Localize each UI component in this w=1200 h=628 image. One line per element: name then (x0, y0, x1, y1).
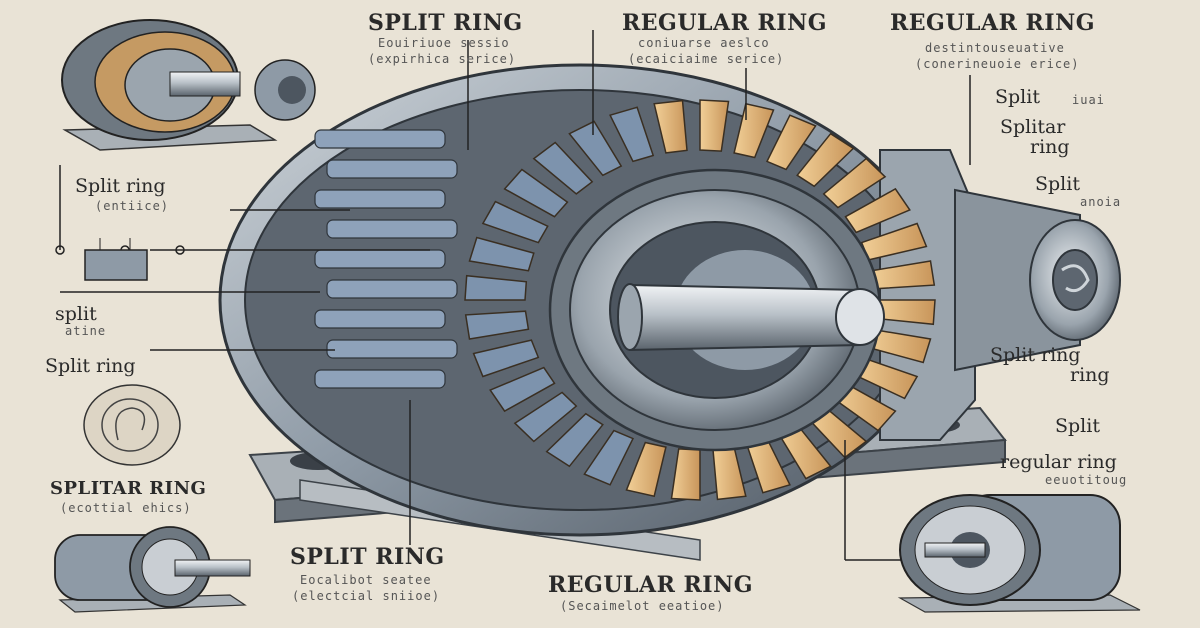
small-motor-top-left (61, 19, 316, 151)
lamination-bar (314, 189, 446, 209)
label-top-regular-ring-2-sub1: destintouseuative (925, 41, 1065, 55)
winding-coil (503, 168, 569, 218)
label-bottom-split-ring-sub2: (electcial sniioe) (292, 589, 441, 603)
winding-coil (844, 187, 911, 234)
label-right-split-2-sub: anoia (1080, 195, 1122, 209)
label-left-split-ring: Split ring (75, 175, 166, 197)
label-right-ring-2: ring (1070, 364, 1110, 386)
label-right-split-1: Split (995, 86, 1040, 108)
lamination-bar (314, 129, 446, 149)
lamination-bar (326, 219, 458, 239)
winding-coil (653, 99, 688, 154)
winding-coil (733, 102, 775, 159)
label-top-regular-ring-sub1: coniuarse aeslco (638, 36, 770, 50)
winding-coil (464, 310, 530, 340)
small-motor-bottom-right (897, 494, 1141, 613)
small-switch (84, 238, 148, 281)
label-top-regular-ring-sub2: (ecaiciaime serice) (628, 52, 785, 66)
winding-coil (670, 448, 701, 501)
winding-coil (489, 366, 556, 413)
winding-coil (481, 200, 549, 244)
lamination-bar (314, 369, 446, 389)
label-bottom-split-ring-sub1: Eocalibot seatee (300, 573, 432, 587)
label-bottom-regular-ring: REGULAR RING (548, 572, 753, 598)
label-top-regular-ring-2: REGULAR RING (890, 10, 1095, 36)
label-right-regular-ring-sub: eeuotitoug (1045, 473, 1128, 487)
winding-coil (545, 412, 604, 468)
winding-coil (609, 106, 655, 163)
label-top-split-ring-sub1: Eouiriuoe sessio (378, 36, 510, 50)
label-top-split-ring: SPLIT RING (368, 10, 523, 36)
label-left-split-ring-sub: (entiice) (95, 199, 170, 213)
coil-emblem (83, 384, 181, 466)
winding-coil (625, 441, 667, 498)
label-right-splitar: Splitar (1000, 116, 1066, 138)
winding-coil (583, 429, 635, 486)
label-top-regular-ring: REGULAR RING (622, 10, 827, 36)
label-right-regular-ring: regular ring (1000, 451, 1117, 473)
label-left-split-ring-2: Split ring (45, 355, 136, 377)
winding-coil (822, 157, 887, 209)
label-top-split-ring-sub2: (expirhica serice) (368, 52, 517, 66)
small-motor-bottom-left (54, 526, 251, 613)
winding-coil (699, 99, 730, 152)
lamination-bar (314, 249, 446, 269)
label-right-split-1-sub: iuai (1072, 93, 1105, 107)
winding-coil (796, 132, 855, 188)
winding-coil (472, 339, 540, 378)
label-top-regular-ring-2-sub2: (conerineuoie erice) (915, 57, 1080, 71)
lamination-bar (326, 279, 458, 299)
label-left-split: split (55, 303, 97, 325)
label-left-splitar-ring-sub: (ecottial ehics) (60, 501, 192, 515)
winding-coil (468, 236, 535, 272)
winding-coil (568, 120, 623, 177)
label-left-split-sub: atine (65, 324, 107, 338)
leader-lines (55, 30, 971, 561)
winding-coil (464, 274, 528, 301)
winding-coil (532, 141, 594, 195)
label-right-split-2: Split (1035, 173, 1080, 195)
label-left-splitar-ring: SPLITAR RING (50, 478, 207, 499)
rotor (548, 168, 885, 452)
lamination-bar (326, 159, 458, 179)
winding-coil (765, 114, 817, 171)
label-bottom-regular-ring-sub: (Secaimelot eeatioe) (560, 599, 725, 613)
label-right-split-ring: Split ring (990, 344, 1081, 366)
lamination-bar (326, 339, 458, 359)
label-right-split-3: Split (1055, 415, 1100, 437)
lamination-bar (314, 309, 446, 329)
label-right-ring: ring (1030, 136, 1070, 158)
label-bottom-split-ring: SPLIT RING (290, 544, 445, 570)
winding-coil (513, 391, 578, 443)
